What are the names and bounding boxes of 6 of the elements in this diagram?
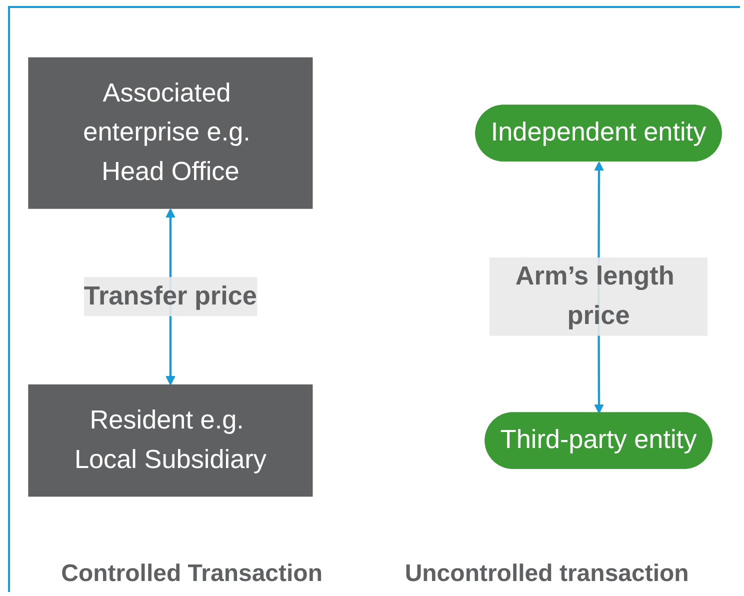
edge-label: Transfer price bbox=[84, 281, 257, 311]
caption-label: Uncontrolled transaction bbox=[404, 560, 689, 588]
node-box: Associated enterprise e.g. Head Office bbox=[28, 57, 313, 209]
caption-label: Controlled Transaction bbox=[61, 560, 323, 588]
edge-label: Arm’s length price bbox=[515, 262, 674, 330]
node-box: Resident e.g. Local Subsidiary bbox=[28, 384, 313, 497]
